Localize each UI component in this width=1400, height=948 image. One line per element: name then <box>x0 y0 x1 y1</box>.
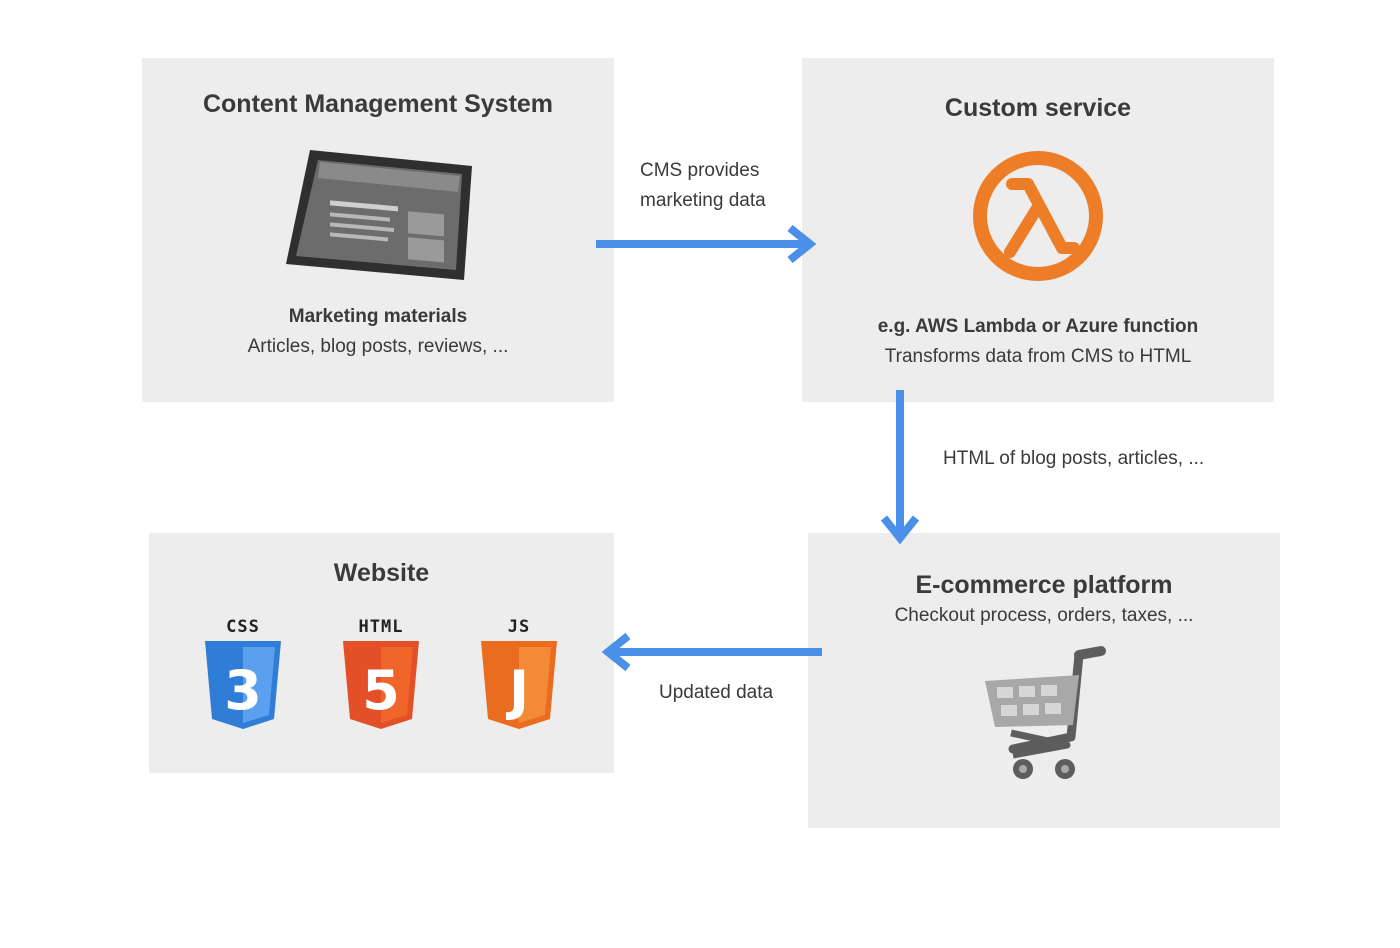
service-to-ecommerce-label: HTML of blog posts, articles, ... <box>943 448 1205 469</box>
ecommerce-box: E-commerce platform Checkout process, or… <box>808 533 1280 828</box>
cms-box: Content Management System Marketing mate… <box>142 58 614 402</box>
cms-to-service-label-line1: CMS provides <box>640 160 760 181</box>
html5-icon: 5 <box>343 641 419 729</box>
css-badge-label: CSS <box>226 617 260 637</box>
js-icon: J <box>481 641 557 729</box>
arrow-cms-to-service <box>596 224 817 264</box>
custom-service-title: Custom service <box>944 94 1132 122</box>
custom-service-box: Custom service e.g. AWS Lambda or Azure … <box>802 58 1274 402</box>
svg-text:J: J <box>505 659 529 722</box>
custom-service-description: Transforms data from CMS to HTML <box>884 346 1192 367</box>
js-badge-label: JS <box>507 617 531 637</box>
cms-subtitle: Marketing materials <box>288 306 468 327</box>
website-title: Website <box>333 559 430 587</box>
svg-text:3: 3 <box>224 659 262 722</box>
ecommerce-to-website-label: Updated data <box>659 682 774 703</box>
lambda-icon <box>973 151 1103 281</box>
ecommerce-description: Checkout process, orders, taxes, ... <box>894 605 1194 626</box>
ecommerce-title: E-commerce platform <box>915 571 1173 599</box>
cms-description: Articles, blog posts, reviews, ... <box>247 336 509 357</box>
cms-title: Content Management System <box>202 90 554 118</box>
cms-to-service-label-line2: marketing data <box>640 190 766 211</box>
html-badge-label: HTML <box>358 617 404 637</box>
css3-icon: 3 <box>205 641 281 729</box>
tablet-icon <box>286 150 472 280</box>
arrow-service-to-ecommerce <box>880 390 920 545</box>
shopping-cart-icon <box>985 646 1106 779</box>
arrow-ecommerce-to-website <box>601 632 822 672</box>
custom-service-subtitle: e.g. AWS Lambda or Azure function <box>877 316 1199 337</box>
website-box: Website CSS 3 HTML 5 JS J <box>149 533 614 773</box>
svg-text:5: 5 <box>362 659 400 722</box>
